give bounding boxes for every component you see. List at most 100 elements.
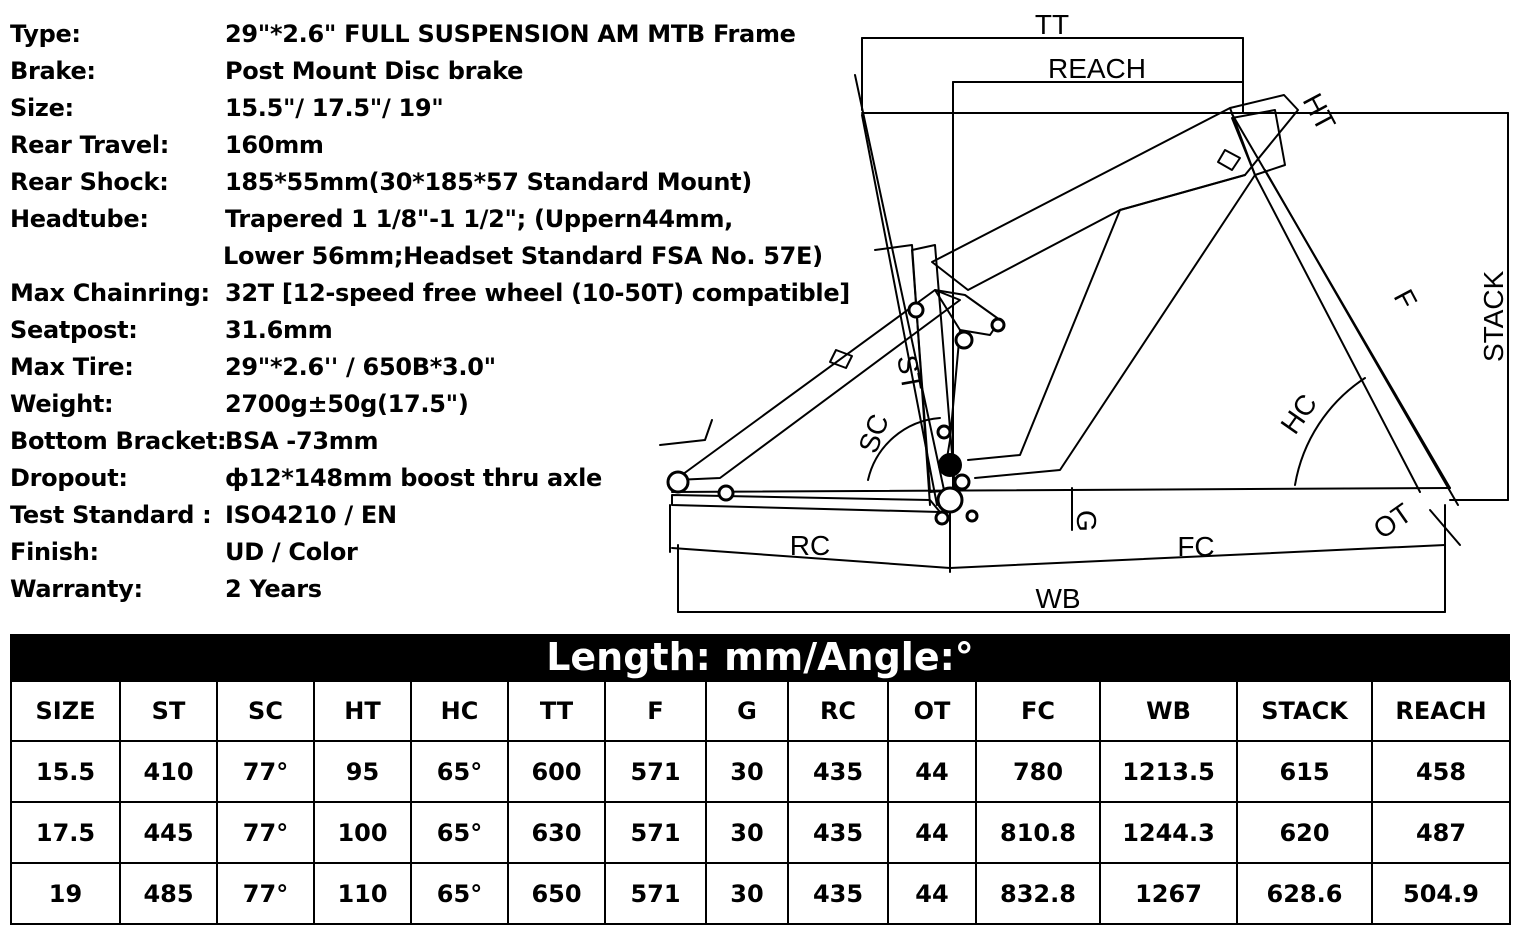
spec-row-size: Size: 15.5"/ 17.5"/ 19" <box>10 90 850 127</box>
st-label: ST <box>891 353 928 394</box>
spec-label: Headtube: <box>10 205 149 233</box>
header-cell: ST <box>119 680 218 742</box>
spec-row-seatpost: Seatpost: 31.6mm <box>10 312 850 349</box>
down-tube-outer <box>974 174 1256 479</box>
table-cell: 30 <box>705 801 789 864</box>
dropout-hanger <box>659 419 713 446</box>
table-cell: 780 <box>975 740 1101 803</box>
rear-axle-pivot-icon <box>666 470 690 494</box>
spec-label: Seatpost: <box>10 316 138 344</box>
table-cell: 15.5 <box>10 740 121 803</box>
table-cell: 65° <box>410 801 509 864</box>
spec-list: Type: 29"*2.6" FULL SUSPENSION AM MTB Fr… <box>10 16 850 608</box>
shock-mount-icon <box>936 424 952 440</box>
spec-label: Weight: <box>10 390 114 418</box>
sc-angle-arc <box>867 417 941 481</box>
table-cell: 19 <box>10 862 121 925</box>
table-cell: 571 <box>604 740 707 803</box>
spec-row-headtube-cont: Lower 56mm;Headset Standard FSA No. 57E) <box>10 238 850 275</box>
spec-row-bottom-bracket: Bottom Bracket: BSA -73mm <box>10 423 850 460</box>
spec-row-max-tire: Max Tire: 29"*2.6'' / 650B*3.0" <box>10 349 850 386</box>
spec-label: Dropout: <box>10 464 128 492</box>
table-cell: 1267 <box>1099 862 1238 925</box>
table-cell: 77° <box>216 740 315 803</box>
header-cell: HC <box>410 680 509 742</box>
header-cell: G <box>705 680 789 742</box>
table-cell: 504.9 <box>1371 862 1511 925</box>
header-cell: OT <box>887 680 977 742</box>
table-cell: 630 <box>507 801 606 864</box>
hc-label: HC <box>1275 389 1324 440</box>
spec-value: 29"*2.6'' / 650B*3.0" <box>225 353 496 381</box>
main-pivot-icon <box>938 453 962 477</box>
header-cell: WB <box>1099 680 1238 742</box>
spec-value: ISO4210 / EN <box>225 501 397 529</box>
table-cell: 30 <box>705 740 789 803</box>
table-cell: 77° <box>216 801 315 864</box>
table-cell: 410 <box>119 740 218 803</box>
table-cell: 620 <box>1236 801 1373 864</box>
table-cell: 44 <box>887 740 977 803</box>
spec-label: Size: <box>10 94 74 122</box>
frame-geometry-diagram: TT REACH HT STACK F HC ST SC RC G FC OT … <box>659 9 1509 614</box>
hc-angle-arc <box>1294 377 1366 486</box>
table-cell: 810.8 <box>975 801 1101 864</box>
cable-port <box>1217 149 1241 171</box>
spec-row-type: Type: 29"*2.6" FULL SUSPENSION AM MTB Fr… <box>10 16 850 53</box>
head-tube-cap <box>1231 109 1286 176</box>
table-cell: 485 <box>119 862 218 925</box>
spec-row-rear-shock: Rear Shock: 185*55mm(30*185*57 Standard … <box>10 164 850 201</box>
spec-value: Post Mount Disc brake <box>225 57 524 85</box>
spec-row-weight: Weight: 2700g±50g(17.5") <box>10 386 850 423</box>
spec-row-dropout: Dropout: ф12*148mm boost thru axle <box>10 460 850 497</box>
spec-value: Lower 56mm;Headset Standard FSA No. 57E) <box>223 242 823 270</box>
header-cell: F <box>604 680 707 742</box>
spec-value: 29"*2.6" FULL SUSPENSION AM MTB Frame <box>225 20 796 48</box>
fork-line <box>1264 169 1459 506</box>
chainstay-pivot-icon <box>717 484 735 502</box>
spec-label: Finish: <box>10 538 99 566</box>
spec-label: Brake: <box>10 57 96 85</box>
sc-label: SC <box>853 410 895 457</box>
spec-label: Type: <box>10 20 81 48</box>
down-tube-inner <box>967 174 1246 461</box>
table-cell: 487 <box>1371 801 1511 864</box>
table-cell: 615 <box>1236 740 1373 803</box>
table-cell: 77° <box>216 862 315 925</box>
f-label: F <box>1388 284 1423 314</box>
seat-stay <box>674 289 961 481</box>
chain-stay <box>671 494 941 513</box>
header-cell: REACH <box>1371 680 1511 742</box>
fc-dimension-line <box>949 544 1446 569</box>
seatstay-pivot-icon <box>907 301 925 319</box>
header-cell: STACK <box>1236 680 1373 742</box>
spec-row-finish: Finish: UD / Color <box>10 534 850 571</box>
table-row: 15.5 410 77° 95 65° 600 571 30 435 44 78… <box>10 740 1511 803</box>
bottom-bracket-icon <box>936 486 964 514</box>
stack-label: STACK <box>1478 270 1509 362</box>
spec-value: Trapered 1 1/8"-1 1/2"; (Uppern44mm, <box>225 205 733 233</box>
table-cell: 1244.3 <box>1099 801 1238 864</box>
spec-value: 31.6mm <box>225 316 333 344</box>
spec-value: 185*55mm(30*185*57 Standard Mount) <box>225 168 752 196</box>
g-label: G <box>1071 510 1102 532</box>
table-row: 17.5 445 77° 100 65° 630 571 30 435 44 8… <box>10 801 1511 864</box>
ot-dimension-line <box>1429 509 1461 546</box>
spec-value: 2 Years <box>225 575 322 603</box>
spec-row-max-chainring: Max Chainring: 32T [12-speed free wheel … <box>10 275 850 312</box>
spec-label: Bottom Bracket: <box>10 427 227 455</box>
spec-label: Test Standard : <box>10 501 212 529</box>
spec-value: UD / Color <box>225 538 358 566</box>
reach-label: REACH <box>1048 53 1146 84</box>
seat-post-line <box>854 74 945 491</box>
rocker-bolt-icon <box>990 317 1006 333</box>
spec-value: 15.5"/ 17.5"/ 19" <box>225 94 444 122</box>
table-cell: 17.5 <box>10 801 121 864</box>
spec-label: Warranty: <box>10 575 143 603</box>
table-cell: 458 <box>1371 740 1511 803</box>
header-cell: SIZE <box>10 680 121 742</box>
table-cell: 435 <box>787 801 889 864</box>
spec-value: 2700g±50g(17.5") <box>225 390 469 418</box>
spec-label: Rear Shock: <box>10 168 169 196</box>
rc-dimension-line <box>671 547 951 569</box>
